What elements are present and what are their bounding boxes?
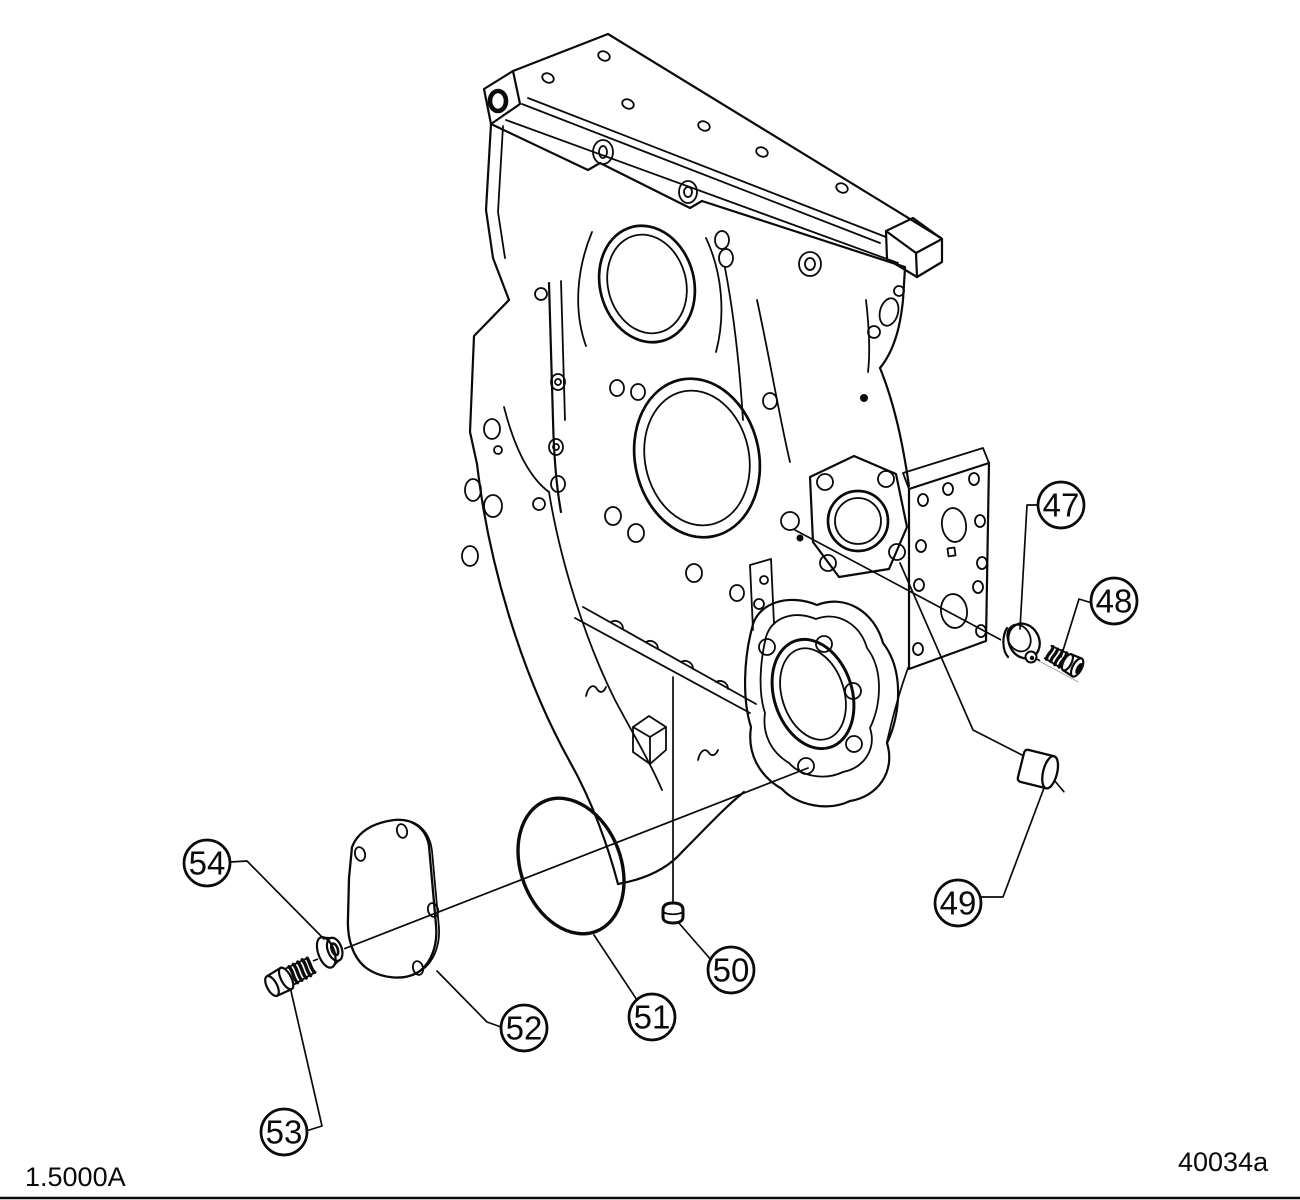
gasket-band bbox=[574, 606, 757, 714]
callout-53-number: 53 bbox=[266, 1114, 303, 1151]
part-51-gasket bbox=[516, 796, 626, 936]
boss-bore bbox=[487, 88, 509, 114]
callout-48[interactable]: 48 bbox=[1089, 576, 1139, 626]
leader-lines bbox=[229, 504, 1093, 1132]
callout-51[interactable]: 51 bbox=[627, 992, 677, 1042]
callout-47-number: 47 bbox=[1043, 487, 1080, 524]
part-53-bolt bbox=[260, 951, 321, 1002]
callout-52[interactable]: 52 bbox=[499, 1003, 549, 1053]
callout-49[interactable]: 49 bbox=[933, 878, 983, 928]
callout-49-number: 49 bbox=[940, 885, 977, 922]
deck-front-edge bbox=[489, 122, 907, 269]
deck-bolt-holes bbox=[541, 50, 849, 194]
callout-50[interactable]: 50 bbox=[706, 945, 756, 995]
left-wing bbox=[461, 298, 550, 567]
bushing-locator-line bbox=[899, 562, 1027, 758]
part-52-cover-plate bbox=[346, 818, 440, 979]
part-50-plug bbox=[661, 901, 685, 925]
callout-54[interactable]: 54 bbox=[182, 838, 232, 888]
pto-flange bbox=[808, 454, 909, 579]
callout-51-number: 51 bbox=[634, 999, 671, 1036]
drain-boss bbox=[632, 715, 667, 765]
cover-opening-flange bbox=[743, 598, 900, 808]
timing-cover-joint bbox=[532, 280, 566, 514]
callout-54-number: 54 bbox=[189, 845, 226, 882]
face-bolt-holes bbox=[604, 379, 778, 602]
section-code-label: 1.5000A bbox=[25, 1162, 126, 1192]
part-49-bushing bbox=[1016, 748, 1065, 793]
engine-housing-drawing bbox=[461, 32, 991, 886]
part-47-cap bbox=[1001, 619, 1045, 664]
drawing-number-label: 40034a bbox=[1178, 1147, 1269, 1177]
callout-50-number: 50 bbox=[713, 952, 750, 989]
left-edge bbox=[484, 122, 511, 302]
bracket bbox=[749, 558, 775, 631]
part-54-washer bbox=[310, 929, 350, 973]
mounting-pad bbox=[886, 447, 991, 743]
lower-bore bbox=[632, 377, 762, 539]
bell-housing bbox=[475, 462, 757, 886]
callout-52-number: 52 bbox=[506, 1010, 543, 1047]
corner-boss bbox=[884, 216, 944, 279]
deck-back-left-edge bbox=[511, 32, 610, 73]
plug-hole bbox=[780, 511, 800, 531]
deck-back-right-edge bbox=[606, 32, 943, 240]
part-48-bolt bbox=[1039, 639, 1090, 682]
assembly-axis-line bbox=[299, 767, 809, 967]
top-left-boss bbox=[482, 69, 522, 126]
deck-rib bbox=[521, 97, 887, 244]
callout-47[interactable]: 47 bbox=[1036, 480, 1086, 530]
upper-bore bbox=[597, 224, 697, 344]
callout-48-number: 48 bbox=[1096, 583, 1133, 620]
callout-53[interactable]: 53 bbox=[259, 1107, 309, 1157]
